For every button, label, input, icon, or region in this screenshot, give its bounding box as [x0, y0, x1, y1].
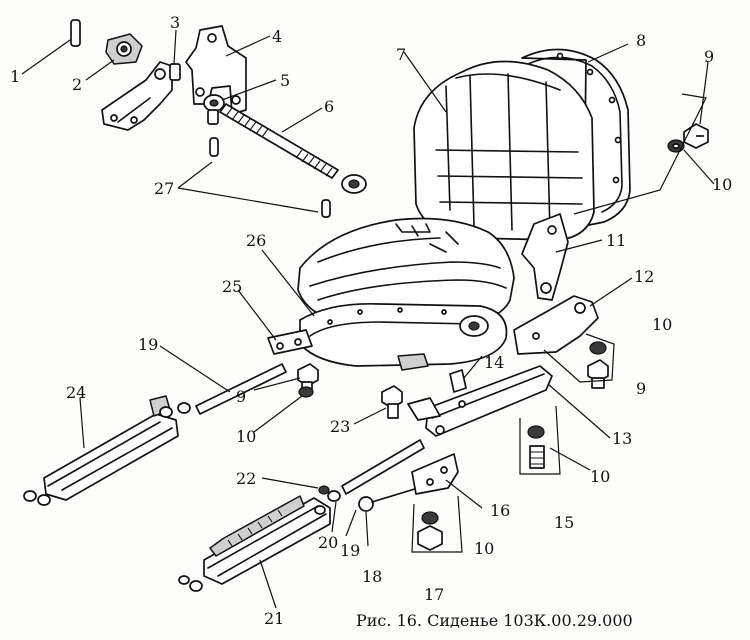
part-3-bushing — [169, 63, 181, 81]
part-16-lever — [411, 453, 459, 495]
label-17: 17 — [424, 585, 444, 604]
label-20: 20 — [318, 533, 338, 552]
part-24-rail-ends — [23, 402, 191, 506]
label-5: 5 — [280, 71, 290, 90]
part-25-bracket — [267, 329, 313, 355]
part-10-washer-17 — [421, 511, 439, 525]
group-nut-17 — [411, 495, 463, 553]
label-2: 2 — [72, 75, 82, 94]
label-14: 14 — [484, 353, 504, 372]
part-lower-angle-bracket — [101, 61, 173, 131]
label-25: 25 — [222, 277, 242, 296]
label-12: 12 — [634, 267, 654, 286]
part-21-rail-ends — [178, 505, 326, 592]
part-12-lower-bracket — [513, 295, 599, 355]
leader-lines — [21, 29, 715, 609]
label-6: 6 — [324, 97, 334, 116]
label-11: 11 — [606, 231, 626, 250]
part-5-bushing — [203, 94, 225, 125]
part-19-rod-upper — [195, 363, 287, 415]
label-3: 3 — [170, 13, 180, 32]
part-22-washer — [318, 485, 330, 495]
label-7: 7 — [396, 45, 406, 64]
group-bracket-9-10 — [573, 93, 707, 215]
part-17-nut — [417, 525, 443, 551]
part-14-bolt — [449, 369, 467, 393]
part-2-bracket — [105, 33, 143, 65]
part-23-bolt — [381, 385, 403, 419]
group-bolt-9-10 — [543, 333, 615, 383]
part-4-upper-bracket — [185, 25, 247, 115]
label-26: 26 — [246, 231, 266, 250]
label-19-bottom: 19 — [340, 541, 360, 560]
label-21: 21 — [264, 609, 284, 628]
seat-cushion — [297, 217, 515, 327]
part-21-lower-rail — [203, 495, 331, 585]
part-15-bolt — [529, 445, 545, 469]
part-20-bushing — [327, 490, 341, 502]
part-7-backrest — [413, 60, 595, 241]
part-27-pins — [209, 137, 331, 218]
part-24-left-rail — [43, 395, 179, 501]
label-10: 10 — [712, 175, 732, 194]
figure-caption: Рис. 16. Сиденье 103К.00.29.000 — [356, 611, 633, 630]
part-18-knob — [358, 487, 419, 512]
part-10-washer-15 — [527, 425, 545, 439]
label-9: 9 — [704, 47, 714, 66]
part-19-rod-lower — [341, 439, 425, 495]
part-1-pin — [70, 19, 81, 47]
label-18: 18 — [362, 567, 382, 586]
label-8: 8 — [636, 31, 646, 50]
label-23: 23 — [330, 417, 350, 436]
label-24: 24 — [66, 383, 86, 402]
part-8-back-shell — [521, 48, 631, 227]
part-10-washer-left — [298, 386, 314, 398]
group-bolt-15 — [519, 405, 561, 475]
label-9-right: 9 — [636, 379, 646, 398]
label-10-bottom: 10 — [474, 539, 494, 558]
label-9-left: 9 — [236, 387, 246, 406]
label-15: 15 — [554, 513, 574, 532]
label-19-top: 19 — [138, 335, 158, 354]
label-13: 13 — [612, 429, 632, 448]
part-11-side-bracket — [521, 213, 569, 301]
part-6-threaded-rod — [219, 103, 367, 194]
label-1: 1 — [10, 67, 20, 86]
label-10-right: 10 — [652, 315, 672, 334]
part-13-right-rail — [407, 365, 553, 437]
label-16: 16 — [490, 501, 510, 520]
label-27: 27 — [154, 179, 174, 198]
label-10-lower: 10 — [590, 467, 610, 486]
label-4: 4 — [272, 27, 282, 46]
part-10-washer-right — [589, 341, 607, 355]
part-9-bolt-right — [587, 359, 609, 389]
label-10-left: 10 — [236, 427, 256, 446]
part-labels: 1 2 3 4 5 6 7 8 9 10 11 12 10 9 14 13 9 … — [10, 13, 732, 628]
label-22: 22 — [236, 469, 256, 488]
part-26-seat-pan — [299, 302, 508, 371]
